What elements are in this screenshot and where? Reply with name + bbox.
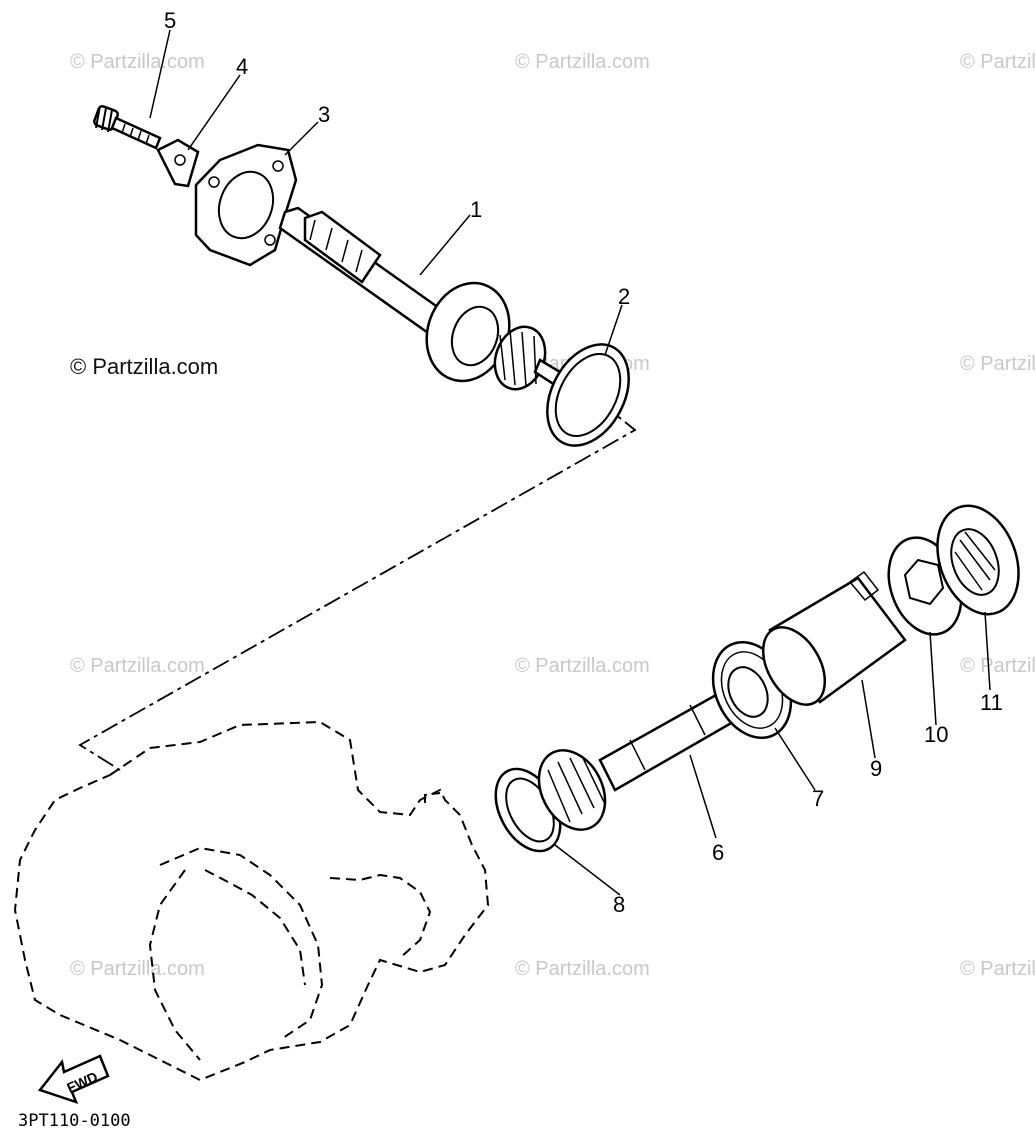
callout-5: 5 [164, 8, 176, 33]
part-washer [546, 343, 630, 447]
callout-10: 10 [924, 722, 948, 747]
partzilla-credit: © Partzilla.com [70, 354, 218, 379]
part-gasket [194, 143, 298, 267]
assembly-chain-line [78, 401, 637, 771]
watermark: © Partzilla.com [960, 353, 1036, 375]
watermark: © Partzilla.com [960, 958, 1036, 980]
callout-4: 4 [236, 54, 248, 79]
callout-9: 9 [870, 756, 882, 781]
callout-11: 11 [980, 690, 1003, 715]
callout-7: 7 [812, 786, 824, 811]
callouts: 5 4 3 1 2 6 7 8 9 10 11 [164, 8, 1003, 917]
watermark: © Partzilla.com [515, 51, 650, 73]
watermark: © Partzilla.com [70, 51, 205, 73]
part-end-bearing [936, 504, 1020, 616]
callout-1: 1 [470, 197, 482, 222]
leader-lines [149, 29, 991, 896]
watermark: © Partzilla.com [70, 958, 205, 980]
callout-2: 2 [618, 284, 630, 309]
watermark: © Partzilla.com [70, 655, 205, 677]
part-lower-shaft [537, 688, 742, 831]
watermark: © Partzilla.com [960, 655, 1036, 677]
callout-8: 8 [613, 892, 625, 917]
callout-6: 6 [712, 840, 724, 865]
diagram-code: 3PT110-0100 [18, 1111, 131, 1131]
part-bolt [93, 105, 162, 150]
callout-3: 3 [318, 102, 330, 127]
watermark: © Partzilla.com [515, 958, 650, 980]
fwd-arrow: FWD [37, 1054, 110, 1105]
part-sleeve [761, 570, 907, 706]
watermark: © Partzilla.com [960, 51, 1036, 73]
engine-case-outline [13, 720, 490, 1082]
part-upper-shaft [278, 206, 562, 391]
part-lock-plate [156, 138, 200, 188]
watermark: © Partzilla.com [515, 655, 650, 677]
